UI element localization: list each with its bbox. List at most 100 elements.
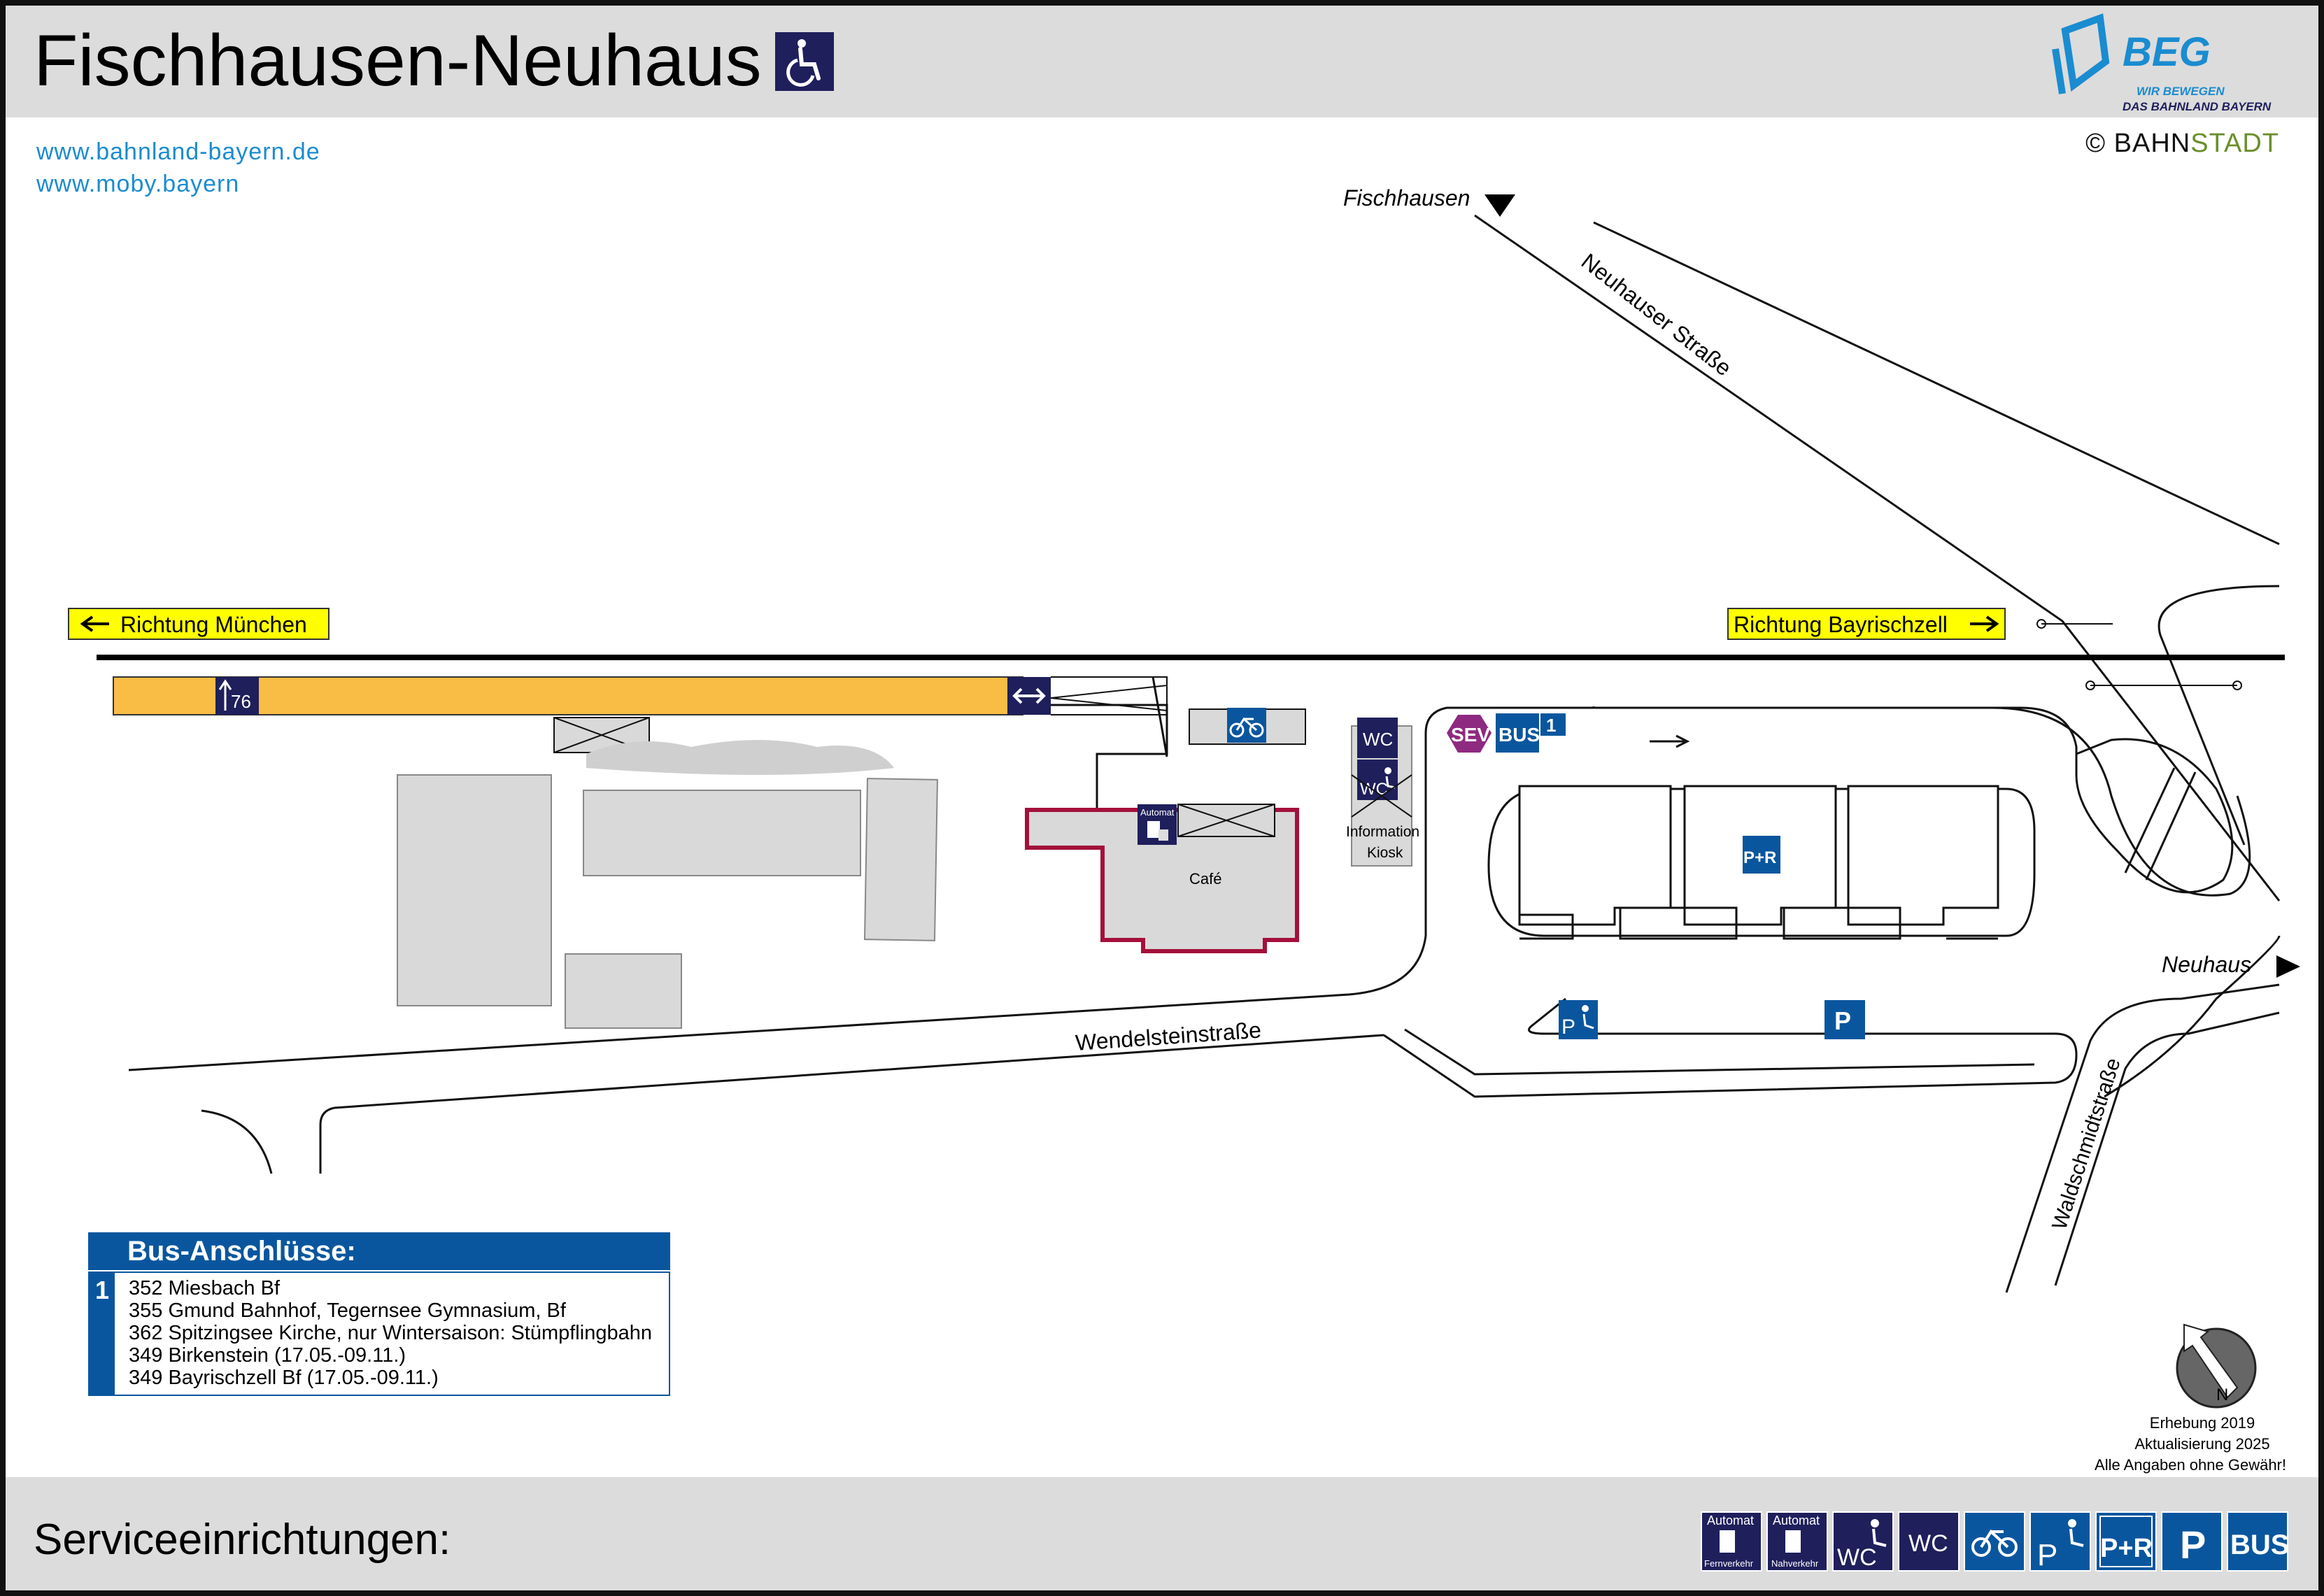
bus-line-item: 349 Bayrischzell Bf (17.05.-09.11.) xyxy=(129,1367,439,1389)
sev-label: SEV xyxy=(1451,724,1490,746)
bus-stop-number: 1 xyxy=(1546,715,1556,736)
accessible-parking-sign: P xyxy=(1559,1000,1598,1039)
street-neuhauser-edge-a xyxy=(1474,214,2281,902)
cafe-shelter xyxy=(1177,804,1275,837)
street-wendelstein-sw xyxy=(201,1109,273,1174)
parking-bay-1 xyxy=(1518,785,1672,926)
bus-line-item: 355 Gmund Bahnhof, Tegernsee Gymnasium, … xyxy=(129,1299,566,1322)
service-legend: Automat Fernverkehr Automat Nahverkehr W… xyxy=(1701,1511,2289,1572)
page-title: Fischhausen-Neuhaus xyxy=(34,20,762,101)
copyright-brand-2: STADT xyxy=(2190,129,2279,158)
arrow-up-icon xyxy=(218,679,232,711)
bus-connections-body: 1 352 Miesbach Bf 355 Gmund Bahnhof, Teg… xyxy=(88,1271,670,1396)
bus-line-item: 349 Birkenstein (17.05.-09.11.) xyxy=(129,1344,406,1367)
wheelchair-icon xyxy=(775,32,834,91)
legend-accessible-parking-label: P xyxy=(2037,1538,2057,1572)
trees-row xyxy=(586,740,894,775)
legend-automat-fernverkehr: Automat Fernverkehr xyxy=(1701,1511,1762,1572)
legend-park-ride: P+R xyxy=(2095,1511,2157,1572)
bus-loop xyxy=(1594,706,2234,894)
legend-wc-label: WC xyxy=(1908,1530,1948,1557)
footer-title: Serviceeinrichtungen: xyxy=(34,1516,451,1564)
building-4 xyxy=(565,953,682,1029)
street-wendelstein-lower-main xyxy=(334,1034,1384,1109)
legend-automat-label-2: Automat xyxy=(1773,1513,1820,1527)
bicycle-icon xyxy=(1229,717,1264,738)
park-ride-sign: P+R xyxy=(1741,834,1782,875)
survey-disclaimer: Alle Angaben ohne Gewähr! xyxy=(2095,1456,2286,1474)
link-moby[interactable]: www.moby.bayern xyxy=(36,171,240,197)
sign-richtung-muenchen: Richtung München xyxy=(68,608,330,640)
path-slope-2 xyxy=(2124,767,2176,874)
neuhaus-label: Neuhaus xyxy=(2162,952,2251,977)
cafe-building xyxy=(1025,808,1299,953)
info-label-1: Information xyxy=(1346,824,1419,840)
level-crossing-post-3 xyxy=(2232,681,2242,690)
street-wendelstein-lower xyxy=(319,1106,335,1174)
legend-parking: P xyxy=(2161,1511,2223,1572)
platform-length-label: 76 xyxy=(231,691,251,712)
street-wendelstein-upper xyxy=(128,706,1595,1071)
beg-logo-text: BEG xyxy=(2123,29,2211,75)
cafe-label: Café xyxy=(1189,870,1221,888)
richtung-bayrischzell-label: Richtung Bayrischzell xyxy=(1734,612,1948,637)
platform-length-badge: 76 xyxy=(215,677,259,715)
legend-bus-label: BUS xyxy=(2230,1530,2289,1560)
bicycle-icon xyxy=(1971,1529,2018,1557)
link-bahnland[interactable]: www.bahnland-bayern.de xyxy=(36,138,320,165)
legend-park-ride-label: P+R xyxy=(2100,1534,2153,1563)
bus-loop-outer xyxy=(1594,706,2251,897)
shelter-bike xyxy=(1189,708,1306,745)
ticket-machine-label: Automat xyxy=(1140,807,1175,818)
bay-strip-1 xyxy=(1519,913,1574,940)
building-3 xyxy=(863,778,938,941)
street-waldschmidt-link xyxy=(2104,935,2281,1098)
parking-inner xyxy=(1404,1028,2035,1076)
survey-year: Erhebung 2019 xyxy=(2149,1414,2255,1432)
beg-tagline-2: DAS BAHNLAND BAYERN xyxy=(2123,100,2272,113)
station-map: 76 Café xyxy=(68,185,2300,1409)
parking-label: P xyxy=(1834,1006,1851,1035)
wheelchair-icon xyxy=(1582,1005,1589,1012)
path-slope-1 xyxy=(2145,771,2197,881)
wc-label: WC xyxy=(1363,729,1393,750)
bus-lines-list: 352 Miesbach Bf 355 Gmund Bahnhof, Teger… xyxy=(129,1277,652,1389)
level-crossing-post-2 xyxy=(2085,681,2095,690)
arrow-right-icon xyxy=(1970,615,1999,632)
building-1 xyxy=(397,774,552,1006)
bus-stop: SEV BUS 1 xyxy=(1447,713,1566,753)
ticket-machine-icon: Automat xyxy=(1138,804,1177,845)
legend-fernverkehr-label: Fernverkehr xyxy=(1704,1558,1754,1569)
bay-strip-3 xyxy=(1783,906,1901,940)
legend-wc-accessible-label: WC xyxy=(1837,1544,1877,1571)
copyright-brand-1: BAHN xyxy=(2113,129,2191,158)
park-ride-label: P+R xyxy=(1743,848,1776,867)
legend-bus: BUS xyxy=(2227,1511,2289,1572)
north-arrow-icon: N xyxy=(2176,1323,2257,1409)
bus-stop-badge: 1 xyxy=(90,1273,115,1396)
platform xyxy=(113,676,1023,715)
platform-ramp xyxy=(1152,676,1168,757)
parking-sign: P xyxy=(1825,1000,1865,1039)
wheelchair-icon xyxy=(1384,767,1391,774)
header-bar: Fischhausen-Neuhaus BEG WIR BEWEGEN DAS … xyxy=(6,6,2318,117)
survey-update: Aktualisierung 2025 xyxy=(2134,1435,2270,1453)
bus-label: BUS xyxy=(1498,724,1540,746)
inner-loop xyxy=(1487,788,2036,937)
legend-wc: WC xyxy=(1898,1511,1960,1572)
sign-richtung-bayrischzell: Richtung Bayrischzell xyxy=(1727,608,2006,640)
north-label: N xyxy=(2216,1385,2228,1404)
legend-automat-nahverkehr: Automat Nahverkehr xyxy=(1766,1511,1828,1572)
legend-parking-label: P xyxy=(2180,1523,2206,1567)
building-2 xyxy=(583,790,861,876)
arrow-left-icon xyxy=(80,615,109,632)
bay-strip-4 xyxy=(1946,906,1998,940)
beg-tagline-1: WIR BEWEGEN xyxy=(2137,85,2225,98)
parking-bay-3 xyxy=(1847,785,1999,926)
arrow-right-icon xyxy=(2276,955,2300,978)
accessible-parking-label: P xyxy=(1561,1016,1575,1039)
website-links: www.bahnland-bayern.de www.moby.bayern xyxy=(36,136,320,200)
arrow-down-icon xyxy=(1485,194,1515,217)
beg-logo: BEG WIR BEWEGEN DAS BAHNLAND BAYERN xyxy=(2052,13,2272,113)
legend-nahverkehr-label: Nahverkehr xyxy=(1771,1558,1819,1569)
